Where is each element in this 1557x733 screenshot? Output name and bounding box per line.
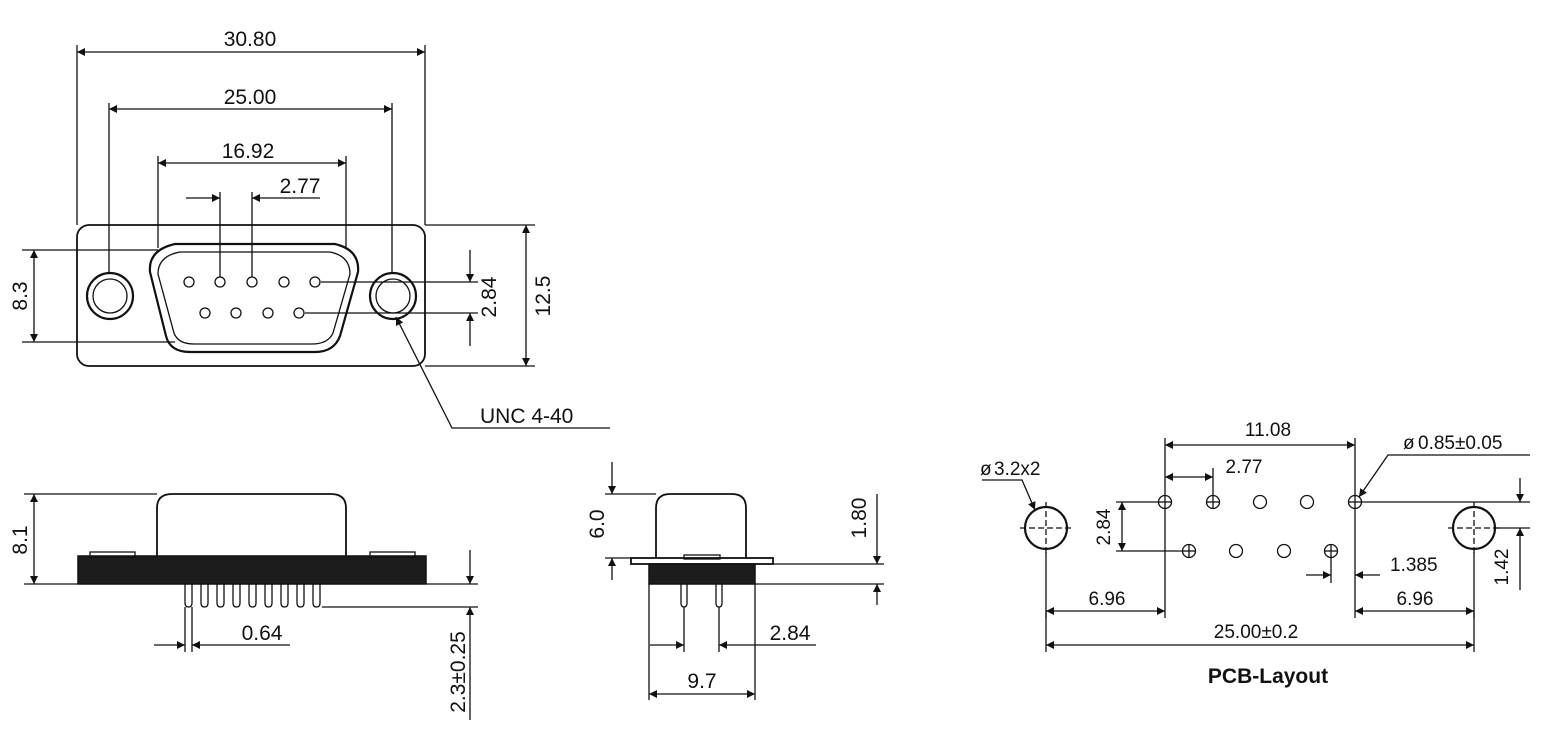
dim-pcb-hole-to-pin-left: 6.96 <box>1089 589 1126 610</box>
dim-shell-width: 16.92 <box>222 140 275 163</box>
dim-line-end-height <box>605 462 656 580</box>
end-body <box>648 563 756 585</box>
dim-pin-pitch: 2.77 <box>280 175 321 198</box>
pcb-layout-title: PCB-Layout <box>1208 665 1328 688</box>
front-pins <box>183 276 321 319</box>
pcb-layout-view: 11.08 2.77 ø 3.2x2 ø 0.85±0.05 2.84 6.96 <box>980 420 1530 688</box>
end-view: 6.0 1.80 2.84 9.7 <box>586 462 884 700</box>
side-flange <box>77 555 427 585</box>
side-flange-top-right <box>369 551 416 558</box>
front-view: 30.80 25.00 16.92 2.77 8.3 <box>9 28 610 429</box>
dim-pcb-pin-pitch: 2.77 <box>1226 457 1263 478</box>
dim-line-pcb-row-spacing <box>1116 501 1182 552</box>
dim-line-pcb-hole-spacing <box>1045 611 1475 652</box>
front-shell-inner <box>157 251 351 345</box>
front-shell-outer <box>148 242 360 354</box>
front-flange <box>76 224 426 367</box>
label-thread: UNC 4-40 <box>480 405 573 428</box>
dim-shell-height: 8.3 <box>9 281 32 310</box>
dim-line-flange-height <box>425 224 535 367</box>
dim-line-shell-width <box>157 156 347 248</box>
dim-line-pcb-hole-to-pin-left <box>1045 509 1166 618</box>
dim-line-pin-width <box>154 607 290 652</box>
dim-line-end-depth <box>648 584 756 700</box>
side-pins <box>184 584 321 608</box>
side-view: 8.1 0.64 2.3±0.25 <box>9 493 478 720</box>
dim-pcb-row-offset: 1.385 <box>1390 555 1438 576</box>
pcb-mount-hole-right <box>1448 502 1500 554</box>
pcb-pin-hole-diameter-symbol: ø <box>1403 433 1415 454</box>
dim-line-shell-height <box>22 249 175 343</box>
pcb-mount-hole-left <box>1020 502 1072 554</box>
dim-line-overall-width <box>76 45 426 225</box>
dim-pcb-row-spacing: 2.84 <box>1094 508 1115 545</box>
dim-line-pin-pitch <box>186 192 320 277</box>
dim-pcb-hole-offset: 1.42 <box>1492 549 1513 586</box>
dim-pcb-pin-hole: 0.85±0.05 <box>1418 433 1502 454</box>
dim-row-spacing: 2.84 <box>478 276 501 317</box>
dim-pcb-hole-to-pin-right: 6.96 <box>1397 589 1434 610</box>
end-shell <box>655 493 747 558</box>
dim-line-pcb-row-span <box>1164 438 1356 495</box>
dim-line-pin-length <box>322 550 478 720</box>
dim-pin-width: 0.64 <box>242 622 283 645</box>
dim-line-screw-spacing <box>108 103 393 273</box>
dim-side-height: 8.1 <box>9 525 32 554</box>
dim-pcb-mount-hole: 3.2x2 <box>994 459 1040 480</box>
dim-line-end-row-spacing <box>650 607 816 652</box>
front-screw-hole-right <box>368 271 418 321</box>
dim-line-pcb-row-offset <box>1306 558 1380 583</box>
dim-flange-height: 12.5 <box>532 276 555 317</box>
end-flange-marker <box>683 554 721 560</box>
dim-screw-spacing: 25.00 <box>224 86 277 109</box>
leader-pcb-mount-hole <box>982 479 1036 511</box>
pcb-mount-hole-diameter-symbol: ø <box>980 459 992 480</box>
end-pins <box>680 584 723 608</box>
dim-pcb-row-span: 11.08 <box>1245 420 1291 441</box>
side-shell <box>156 493 347 556</box>
side-flange-top-left <box>89 551 136 558</box>
dim-line-side-height <box>24 493 157 585</box>
dim-line-pcb-hole-offset <box>1362 478 1530 590</box>
dim-flange-thickness: 1.80 <box>848 498 871 539</box>
dim-line-flange-thickness <box>755 494 884 605</box>
dim-line-pcb-pin-pitch <box>1165 468 1214 495</box>
dim-pcb-hole-spacing: 25.00±0.2 <box>1214 622 1298 643</box>
dim-end-row-spacing: 2.84 <box>770 622 811 645</box>
leader-pcb-pin-hole <box>1358 454 1530 498</box>
front-screw-hole-left <box>85 271 135 321</box>
dim-line-pcb-hole-to-pin-right <box>1354 509 1475 618</box>
pcb-pin-holes <box>1157 494 1363 559</box>
leader-thread <box>395 316 610 429</box>
dim-end-depth: 9.7 <box>687 670 716 693</box>
dim-pin-length: 2.3±0.25 <box>447 631 470 713</box>
dim-overall-width: 30.80 <box>224 28 277 51</box>
dim-end-height: 6.0 <box>586 509 609 538</box>
dim-line-row-spacing <box>305 250 478 346</box>
